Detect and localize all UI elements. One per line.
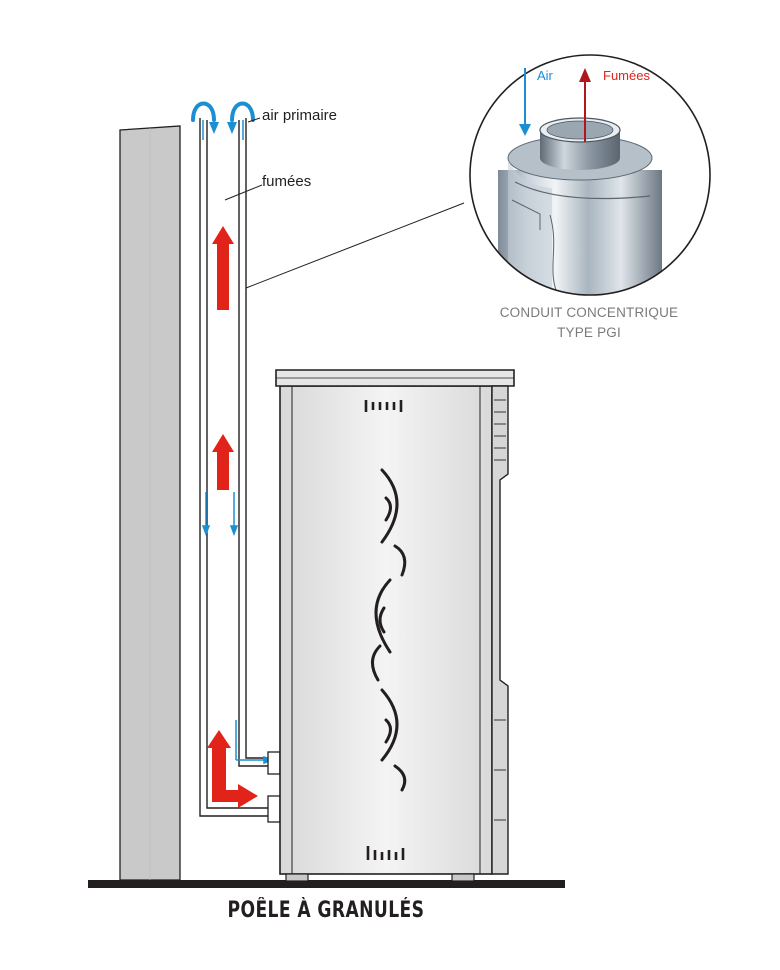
inset-detail: [469, 54, 711, 296]
concentric-flue-pipe: [199, 118, 272, 817]
pellet-stove: [275, 369, 515, 882]
inset-air-label: Air: [537, 68, 553, 83]
top-grille: [364, 400, 403, 412]
conduit-caption-line2: TYPE PGI: [557, 325, 621, 340]
bottom-grille: [366, 846, 405, 860]
stove-body: [279, 385, 493, 875]
smoke-arrows: [207, 226, 258, 808]
stove-side-panel: [491, 385, 509, 875]
air-down-arrows-top: [202, 120, 244, 140]
fumees-label: fumées: [262, 173, 312, 190]
side-vents: [494, 399, 506, 821]
flame-decoration: [371, 468, 407, 792]
inset-air-arrow: [519, 68, 531, 136]
inset-smoke-arrow: [579, 68, 591, 142]
conduit-caption-line1: CONDUIT CONCENTRIQUE: [499, 305, 679, 320]
air-inlet-arrowheads: [209, 122, 237, 134]
stove-connector: [267, 751, 281, 823]
diagram-title: POÊLE À GRANULÉS: [227, 898, 425, 923]
floor-line: [88, 880, 565, 888]
inset-fumees-label: Fumées: [603, 68, 650, 83]
air-inlet-arrows: [191, 101, 255, 122]
wall: [119, 125, 181, 881]
air-primaire-label: air primaire: [262, 107, 338, 124]
air-down-arrows: [201, 492, 275, 765]
stove-feet: [285, 873, 475, 882]
leader-lines: [224, 117, 465, 289]
